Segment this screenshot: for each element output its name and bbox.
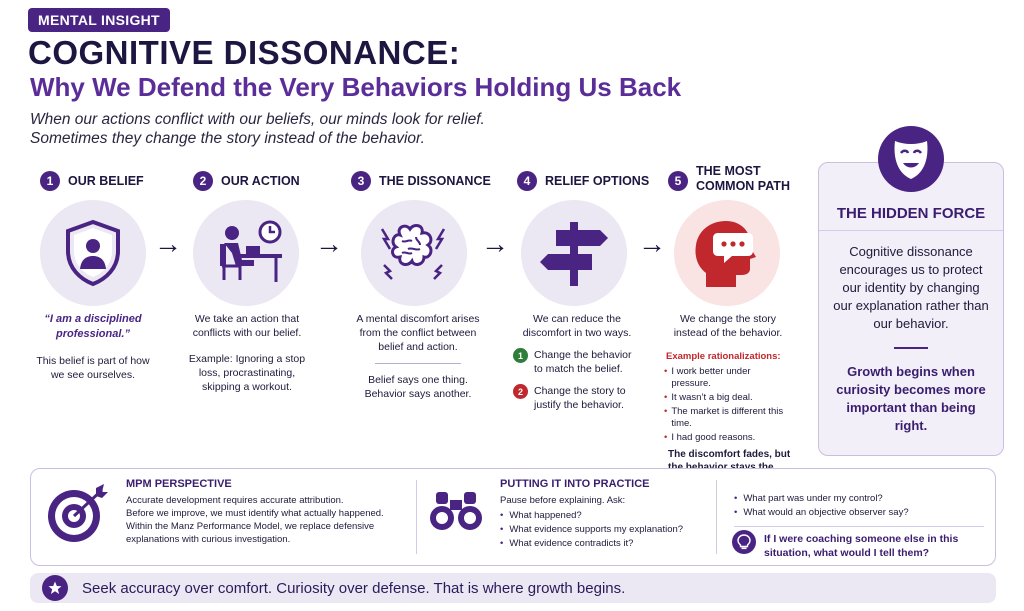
option-number: 2 [513,384,528,399]
rationalization-item: •It wasn’t a big deal. [664,392,753,403]
divider [716,480,717,554]
target-arrow-icon [44,482,110,549]
relief-option: 1 Change the behavior to match the belie… [513,348,641,376]
step-relief-options: 4 RELIEF OPTIONS We can reduce the disco… [513,164,657,411]
step-number: 2 [193,171,213,191]
footer-text: Seek accuracy over comfort. Curiosity ov… [82,579,626,597]
step-title: OUR ACTION [221,174,300,188]
arrow-right-icon: → [638,228,666,259]
step-example: Example: Ignoring a stop loss, procrasti… [188,353,306,393]
hidden-force-text: Cognitive dissonance encourages us to pr… [833,244,989,331]
step-our-belief: 1 OUR BELIEF “I am a disciplined profess… [36,164,180,381]
practice-question: What would an objective observer say? [734,506,984,520]
lightbulb-icon [732,530,756,554]
signpost-icon [521,200,627,306]
step-description: We can reduce the discomfort in two ways… [522,313,632,339]
reflection-questions: What part was under my control? What wou… [734,492,984,533]
mpm-title: MPM PERSPECTIVE [126,478,232,490]
intro-line: When our actions conflict with our belie… [30,111,485,128]
page-subtitle: Why We Defend the Very Behaviors Holding… [30,72,682,102]
step-title: THE DISSONANCE [379,174,491,188]
relief-option: 2 Change the story to justify the behavi… [513,384,641,412]
step-note: Belief says one thing. Behavior says ano… [364,374,472,400]
divider [375,363,461,364]
brain-lightning-icon [361,200,467,306]
step-title: RELIEF OPTIONS [545,174,650,188]
footer-banner: Seek accuracy over comfort. Curiosity ov… [30,573,996,603]
rationalization-item: •I work better under pressure. [664,366,751,389]
hidden-force-conclusion: Growth begins when curiosity becomes mor… [836,364,986,433]
divider [819,230,1003,231]
person-at-desk-icon [193,200,299,306]
step-number: 4 [517,171,537,191]
page-title: COGNITIVE DISSONANCE: [28,34,461,71]
practice-question: What evidence supports my explanation? [500,523,712,537]
step-number: 5 [668,171,688,191]
step-description: This belief is part of how we see oursel… [36,355,150,381]
step-the-dissonance: 3 THE DISSONANCE A mental discomfort ari… [351,164,491,400]
category-tag: MENTAL INSIGHT [28,8,170,32]
rationalization-item: •I had good reasons. [664,432,756,443]
rationalization-item: •The market is different this time. [664,406,784,429]
mpm-line: Accurate development requires accurate a… [126,495,344,506]
option-number: 1 [513,348,528,363]
mpm-line: explanations with curious investigation. [126,534,291,545]
practice-question: What happened? [500,509,712,523]
practice-question: What evidence contradicts it? [500,537,712,551]
step-title: THE MOST COMMON PATH [696,164,790,193]
option-text: Change the behavior to match the belief. [534,349,632,375]
arrow-right-icon: → [154,228,182,259]
hidden-force-title: THE HIDDEN FORCE [836,205,986,222]
practice-title: PUTTING IT INTO PRACTICE [500,478,650,490]
arrow-right-icon: → [315,228,343,259]
putting-into-practice: PUTTING IT INTO PRACTICE Pause before ex… [500,478,712,551]
mask-icon [878,126,944,192]
step-title: OUR BELIEF [68,174,144,188]
step-number: 3 [351,171,371,191]
mpm-line: Before we improve, we must identify what… [126,508,384,519]
step-number: 1 [40,171,60,191]
option-text: Change the story to justify the behavior… [534,385,626,411]
divider [894,347,928,349]
head-speech-bubble-icon [674,200,780,306]
step-most-common-path: 5 THE MOST COMMON PATH We change the sto… [664,164,808,486]
practice-lead: Pause before explaining. Ask: [500,495,626,506]
intro-text: When our actions conflict with our belie… [30,110,485,148]
step-description: A mental discomfort arises from the conf… [356,313,480,353]
binoculars-icon [428,490,484,537]
hidden-force-panel: THE HIDDEN FORCE Cognitive dissonance en… [818,162,1004,456]
star-icon [42,575,68,601]
practice-question: What part was under my control? [734,492,984,506]
mpm-perspective: MPM PERSPECTIVE Accurate development req… [126,478,411,546]
coaching-prompt: If I were coaching someone else in this … [764,533,959,559]
shield-person-icon [40,200,146,306]
divider [416,480,417,554]
belief-quote: “I am a disciplined professional.” [44,313,142,340]
step-description: We take an action that conflicts with ou… [192,313,302,339]
arrow-right-icon: → [481,228,509,259]
step-description: We change the story instead of the behav… [673,313,783,339]
mpm-line: Within the Manz Performance Model, we re… [126,521,375,532]
step-our-action: 2 OUR ACTION We take an action that conf… [189,164,333,393]
rationalizations-label: Example rationalizations: [666,351,781,362]
intro-line: Sometimes they change the story instead … [30,130,425,147]
